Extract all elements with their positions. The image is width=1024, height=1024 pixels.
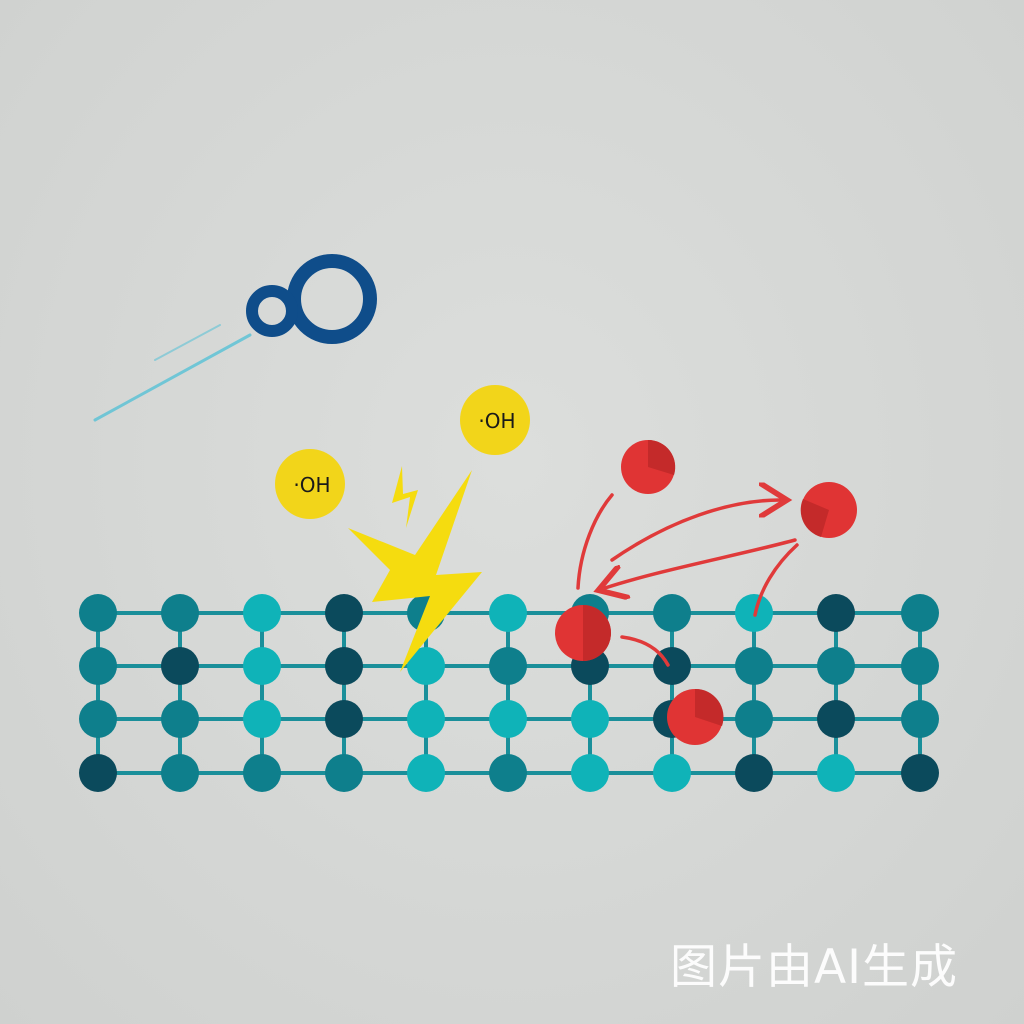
lattice-node: [325, 700, 363, 738]
hydroxyl-radical-icon: ·OH: [275, 449, 345, 519]
radical-label: ·OH: [293, 473, 330, 497]
lattice-node: [571, 700, 609, 738]
lattice-node: [901, 647, 939, 685]
arrow-down: [753, 543, 799, 617]
watermark: 图片由AI生成: [670, 940, 959, 995]
lattice-node: [489, 647, 527, 685]
lattice-node: [79, 647, 117, 685]
arrow-short: [620, 635, 670, 667]
lattice-node: [161, 700, 199, 738]
arrow-to-lattice: [605, 538, 797, 588]
lattice-node: [243, 700, 281, 738]
lattice-node: [735, 647, 773, 685]
lattice-node: [735, 700, 773, 738]
red-particle-icon: [800, 482, 857, 538]
lattice-node: [407, 700, 445, 738]
lightning-icon: [348, 470, 482, 672]
lattice-node: [901, 754, 939, 792]
lattice-node: [489, 594, 527, 632]
lattice-node: [817, 700, 855, 738]
lattice-node: [489, 700, 527, 738]
radical-label: ·OH: [478, 409, 515, 433]
arrow-to-right-particle: [610, 500, 780, 562]
lattice-node: [901, 700, 939, 738]
red-particle-icon: [621, 439, 676, 494]
lattice-node: [161, 754, 199, 792]
lattice-node: [653, 594, 691, 632]
lattice-node: [817, 647, 855, 685]
lattice-nodes: [79, 594, 939, 792]
small-lightning-icon: [392, 466, 418, 528]
lattice-node: [407, 754, 445, 792]
lattice-node: [653, 754, 691, 792]
lattice-node: [735, 754, 773, 792]
lattice-node: [325, 647, 363, 685]
lattice-node: [161, 647, 199, 685]
lattice-node: [325, 594, 363, 632]
lattice-node: [243, 594, 281, 632]
red-arrows: [576, 493, 799, 667]
lattice-node: [79, 594, 117, 632]
arrow-up-left: [576, 493, 614, 590]
lattice-node: [243, 754, 281, 792]
lattice-node: [407, 647, 445, 685]
lattice-node: [161, 594, 199, 632]
red-particle-icon: [555, 605, 611, 661]
lattice-bonds: [96, 611, 922, 775]
oxygen-molecule-icon: [246, 254, 377, 344]
motion-trail: [93, 324, 252, 422]
lattice-node: [325, 754, 363, 792]
lattice-node: [817, 754, 855, 792]
red-particle-icon: [667, 688, 724, 745]
lattice-node: [571, 754, 609, 792]
lattice-node: [489, 754, 527, 792]
lattice-node: [243, 647, 281, 685]
lattice-node: [817, 594, 855, 632]
lattice-node: [79, 700, 117, 738]
hydroxyl-radical-icon: ·OH: [460, 385, 530, 455]
lattice-node: [901, 594, 939, 632]
lattice-node: [79, 754, 117, 792]
